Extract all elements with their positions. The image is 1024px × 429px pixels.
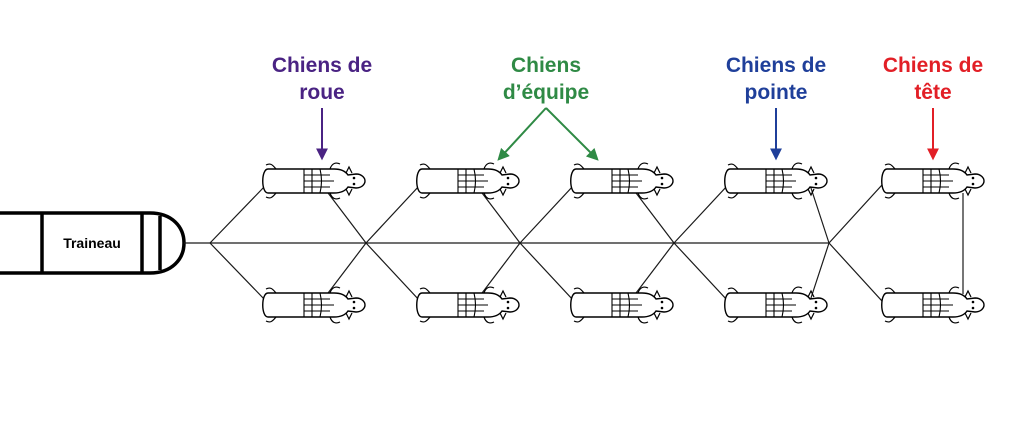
- gangline: [184, 184, 964, 302]
- label-chiens-de-pointe: Chiens de pointe: [701, 52, 851, 106]
- label-roue-line1: Chiens de: [271, 54, 373, 77]
- dog-icon-team2-right: [570, 286, 674, 324]
- arrow-equipe-right: [545, 107, 599, 161]
- dog-icon-team1-right: [416, 286, 520, 324]
- label-equipe-line2: d’équipe: [502, 81, 590, 104]
- dog-icon-wheel-right: [262, 286, 366, 324]
- dog-icon-wheel-left: [262, 162, 366, 200]
- dog-icon-lead-left: [881, 162, 985, 200]
- label-roue-line2: roue: [299, 81, 345, 104]
- arrow-equipe-left: [497, 107, 547, 161]
- dog-icon-team1-left: [416, 162, 520, 200]
- label-chiens-de-tete: Chiens de tête: [858, 52, 1008, 106]
- label-pointe-line2: pointe: [744, 81, 808, 104]
- label-chiens-d-equipe: Chiens d’équipe: [471, 52, 621, 106]
- dog-icon-swing-right: [724, 286, 828, 324]
- label-chiens-de-roue: Chiens de roue: [247, 52, 397, 106]
- pointer-arrows: [316, 107, 939, 161]
- label-tete-line1: Chiens de: [882, 54, 984, 77]
- sled-label: Traineau: [63, 235, 121, 251]
- label-pointe-line1: Chiens de: [725, 54, 827, 77]
- dog-icon-team2-left: [570, 162, 674, 200]
- dog-icon-lead-right: [881, 286, 985, 324]
- dog-icon-swing-left: [724, 162, 828, 200]
- label-equipe-line1: Chiens: [510, 54, 581, 77]
- label-tete-line2: tête: [914, 81, 952, 104]
- sled: Traineau: [0, 211, 186, 275]
